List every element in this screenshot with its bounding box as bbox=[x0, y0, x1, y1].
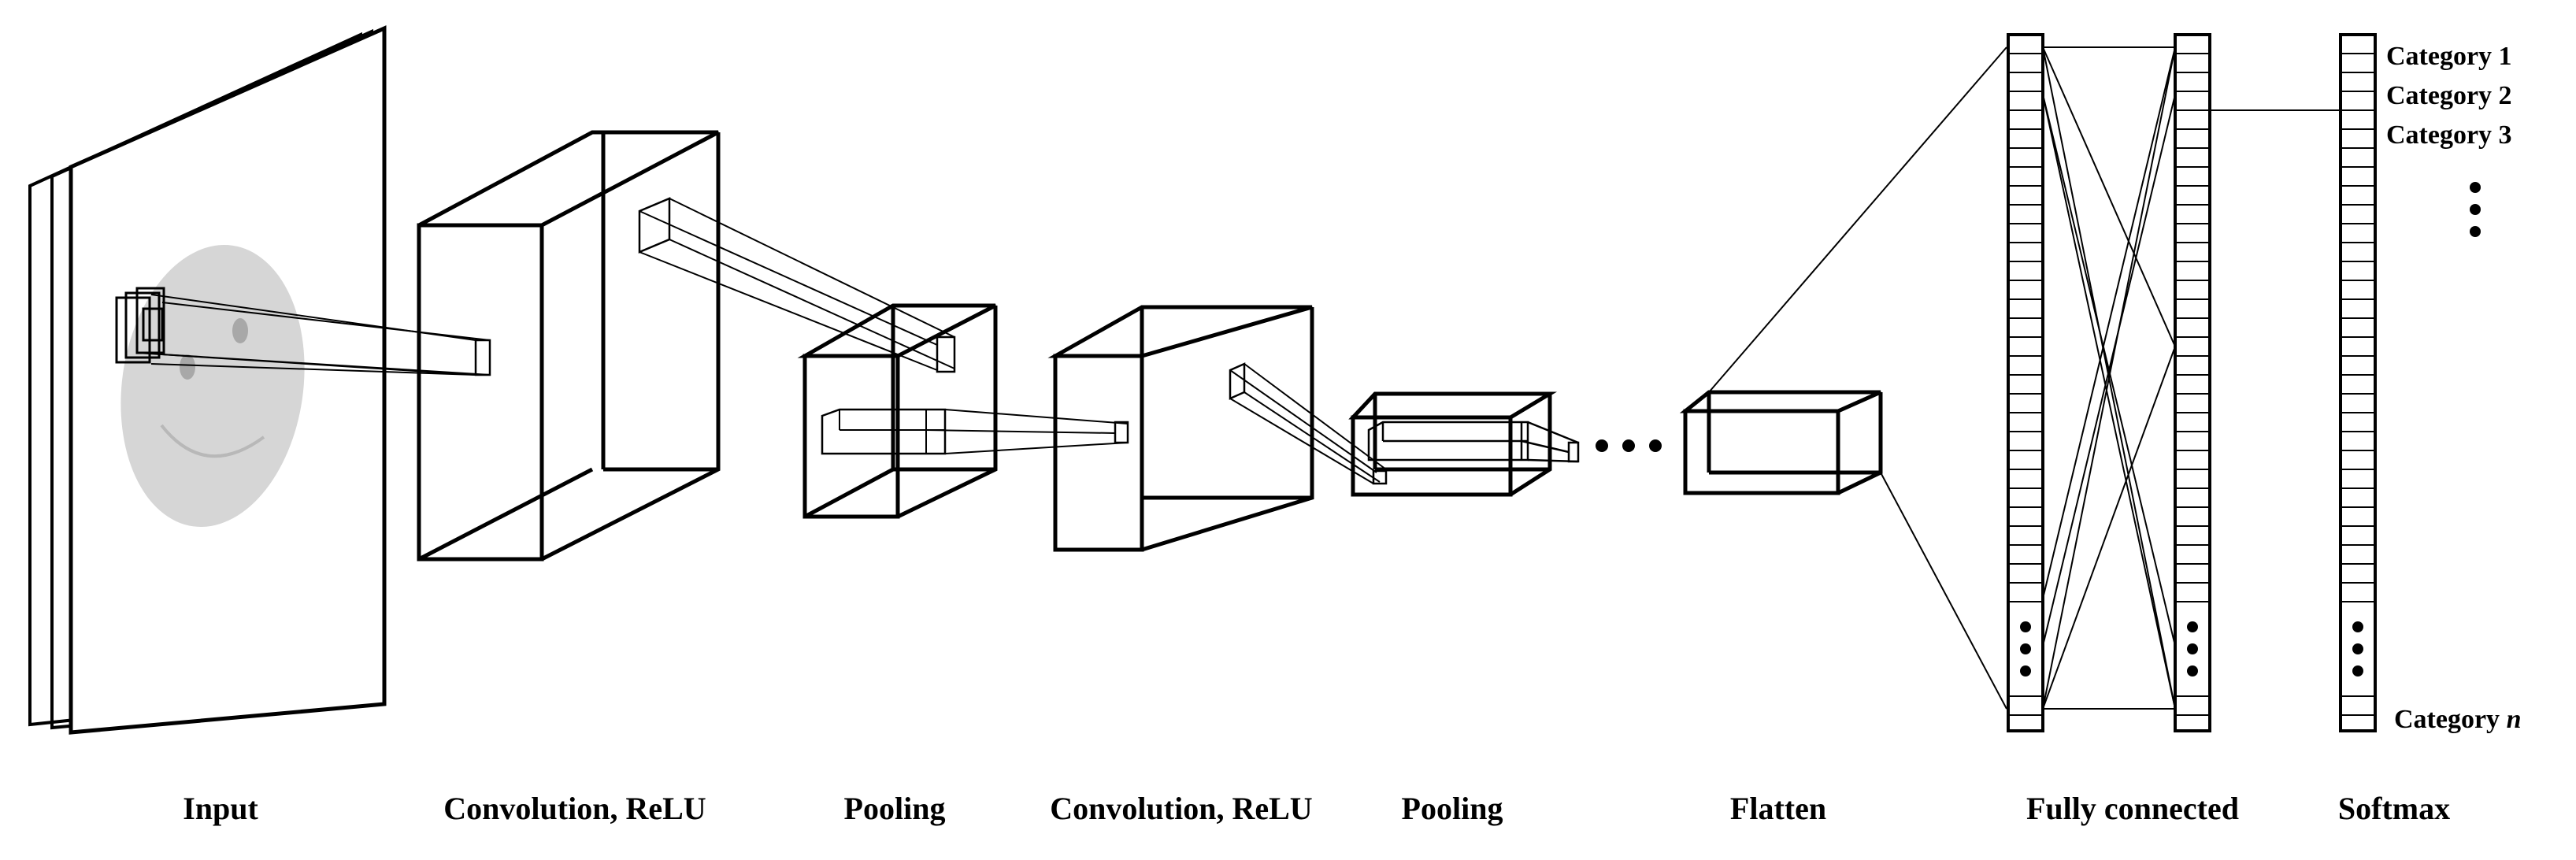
flatten-volume bbox=[1679, 390, 1883, 495]
projection-conv1-to-pool1 bbox=[638, 197, 956, 373]
softmax-layer bbox=[2339, 33, 2377, 732]
label-pooling-1: Pooling bbox=[844, 791, 946, 826]
projection-input-to-conv1 bbox=[136, 294, 491, 376]
label-fully-connected: Fully connected bbox=[2026, 791, 2239, 826]
input-image-stack bbox=[28, 25, 387, 735]
label-convolution-relu-2: Convolution, ReLU bbox=[1050, 791, 1312, 826]
category-n-label: Category n bbox=[2394, 705, 2521, 734]
pool2-inner-window bbox=[1367, 421, 1580, 463]
label-flatten: Flatten bbox=[1730, 791, 1826, 826]
softmax-ellipsis-dots bbox=[2352, 621, 2363, 677]
label-softmax: Softmax bbox=[2338, 791, 2450, 826]
fc-interconnect-lines bbox=[2042, 46, 2176, 710]
projection-pool1-to-conv2 bbox=[821, 408, 1129, 455]
flatten-to-fc-lines bbox=[1708, 46, 2007, 710]
label-pooling-2: Pooling bbox=[1402, 791, 1503, 826]
stage-labels: Input Convolution, ReLU Pooling Convolut… bbox=[183, 791, 2450, 826]
pool2-feature-volume bbox=[1348, 391, 1558, 497]
category-3-label: Category 3 bbox=[2386, 120, 2512, 150]
ellipsis-dots bbox=[1596, 439, 1662, 452]
conv2-feature-volume bbox=[1047, 305, 1314, 552]
input-kernel-window bbox=[115, 287, 165, 364]
fc-layer-1 bbox=[2007, 33, 2044, 732]
input-image-face-icon bbox=[120, 245, 305, 527]
projection-conv2-to-pool2 bbox=[1229, 362, 1388, 485]
category-2-label: Category 2 bbox=[2386, 81, 2512, 110]
fc1-ellipsis-dots bbox=[2020, 621, 2031, 677]
conv1-feature-volume bbox=[417, 130, 721, 562]
category-1-label: Category 1 bbox=[2386, 42, 2512, 71]
fc-layer-2 bbox=[2174, 33, 2211, 732]
fc2-ellipsis-dots bbox=[2187, 621, 2198, 677]
label-input: Input bbox=[183, 791, 258, 826]
category-ellipsis-dots bbox=[2470, 182, 2481, 237]
label-convolution-relu-1: Convolution, ReLU bbox=[443, 791, 706, 826]
category-labels: Category 1 Category 2 Category 3 Categor… bbox=[2386, 42, 2521, 734]
pool1-feature-volume bbox=[797, 303, 998, 519]
